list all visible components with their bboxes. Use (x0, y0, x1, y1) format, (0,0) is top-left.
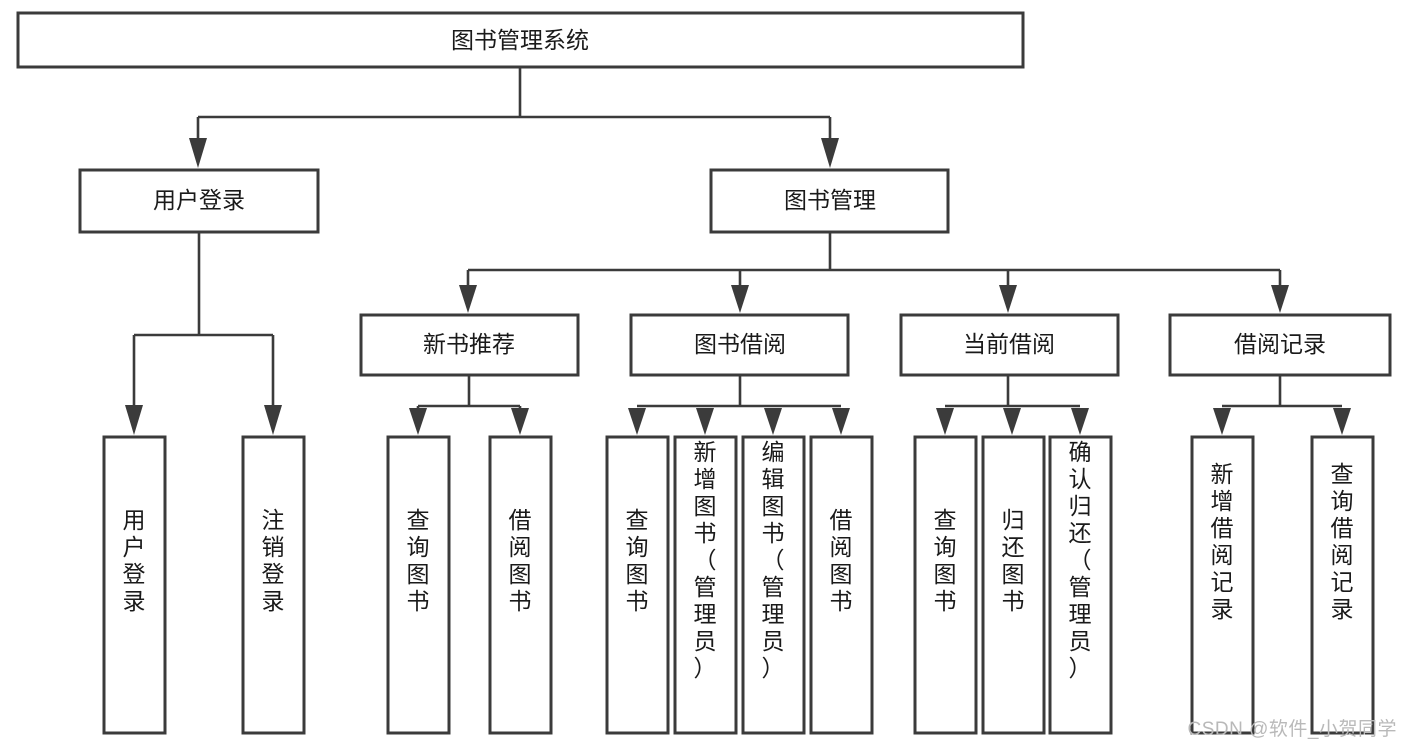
leaf-node[interactable]: 注销登录 (241, 435, 306, 735)
leaf-node[interactable]: 查询图书 (386, 435, 451, 735)
node-root-label: 图书管理系统 (451, 27, 589, 53)
node-current-borrow-label: 当前借阅 (963, 331, 1055, 357)
node-book-borrow-box[interactable] (629, 313, 850, 377)
arrowhead-leaf-borrow-book-2 (832, 408, 850, 435)
leaf-borrow-book-1-label: 借阅图书 (509, 507, 532, 614)
leaf-edit-book-label: 编辑图书（管理员） (762, 439, 785, 681)
leaf-confirm-return-box[interactable] (1048, 435, 1113, 735)
arrowhead-new-book-recommend (459, 285, 477, 313)
leaf-node[interactable]: 查询图书 (913, 435, 978, 735)
node-current-borrow-box[interactable] (899, 313, 1120, 377)
leaf-confirm-return-label: 确认归还（管理员） (1069, 439, 1092, 681)
leaf-user-login-label: 用户登录 (123, 507, 146, 614)
leaf-node[interactable]: 查询借阅记录 (1310, 435, 1375, 735)
arrowhead-leaf-confirm-return (1071, 408, 1089, 435)
arrowhead-leaf-user-login (125, 405, 143, 435)
leaf-node[interactable]: 编辑图书（管理员） (741, 435, 806, 735)
arrowhead-leaf-add-record (1213, 408, 1231, 435)
leaf-query-book-2-label: 查询图书 (626, 507, 649, 614)
leaf-edit-book-box[interactable] (741, 435, 806, 735)
arrowhead-leaf-query-book-2 (628, 408, 646, 435)
arrowhead-leaf-logout-login (264, 405, 282, 435)
arrowhead-book-borrow (731, 285, 749, 313)
leaf-return-book-box[interactable] (981, 435, 1046, 735)
leaf-node[interactable]: 归还图书 (981, 435, 1046, 735)
node-book-management-box[interactable] (709, 168, 950, 234)
leaf-query-record-box[interactable] (1310, 435, 1375, 735)
leaf-query-book-1-box[interactable] (386, 435, 451, 735)
node-book-borrow-label: 图书借阅 (694, 331, 786, 357)
leaf-add-book-label: 新增图书（管理员） (694, 439, 717, 681)
leaf-add-record-label: 新增借阅记录 (1211, 461, 1234, 622)
leaf-borrow-book-1-box[interactable] (488, 435, 553, 735)
node-borrow-record-label: 借阅记录 (1234, 331, 1326, 357)
node-root[interactable]: 图书管理系统 (16, 11, 1025, 69)
node-book-borrow[interactable]: 图书借阅 (629, 313, 850, 377)
connector-book-borrow-to-leaves (628, 375, 850, 435)
leaf-node[interactable]: 新增借阅记录 (1190, 435, 1255, 735)
csdn-watermark: CSDN @软件_小贺同学 (1187, 719, 1397, 740)
connector-root-to-level2 (189, 67, 839, 168)
arrowhead-leaf-return-book (1003, 408, 1021, 435)
leaf-query-record-label: 查询借阅记录 (1331, 461, 1354, 622)
leaf-logout-login-label: 注销登录 (262, 507, 285, 614)
node-root-box[interactable] (16, 11, 1025, 69)
arrowhead-leaf-query-book-1 (409, 408, 427, 435)
leaf-add-book-box[interactable] (673, 435, 738, 735)
node-current-borrow[interactable]: 当前借阅 (899, 313, 1120, 377)
node-book-management[interactable]: 图书管理 (709, 168, 950, 234)
leaf-node[interactable]: 用户登录 (102, 435, 167, 735)
node-book-management-label: 图书管理 (784, 187, 876, 213)
leaf-borrow-book-2-label: 借阅图书 (830, 507, 853, 614)
connector-current-borrow-to-leaves (936, 375, 1089, 435)
node-borrow-record-box[interactable] (1168, 313, 1392, 377)
leaf-user-login-box[interactable] (102, 435, 167, 735)
node-user-login[interactable]: 用户登录 (78, 168, 320, 234)
leaf-node[interactable]: 借阅图书 (488, 435, 553, 735)
arrowhead-book-management (821, 138, 839, 168)
node-new-book-recommend[interactable]: 新书推荐 (359, 313, 580, 377)
leaf-node[interactable]: 借阅图书 (809, 435, 874, 735)
connector-user-login-to-leaves (125, 232, 282, 435)
leaf-logout-login-box[interactable] (241, 435, 306, 735)
arrowhead-borrow-record (1271, 285, 1289, 313)
leaf-node[interactable]: 确认归还（管理员） (1048, 435, 1113, 735)
leaf-borrow-book-2-box[interactable] (809, 435, 874, 735)
leaf-query-book-1-label: 查询图书 (407, 507, 430, 614)
node-new-book-recommend-box[interactable] (359, 313, 580, 377)
leaf-add-record-box[interactable] (1190, 435, 1255, 735)
connector-borrow-record-to-leaves (1213, 375, 1351, 435)
arrowhead-leaf-borrow-book-1 (511, 408, 529, 435)
arrowhead-leaf-query-record (1333, 408, 1351, 435)
connector-book-management-to-level3 (459, 232, 1289, 313)
arrowhead-current-borrow (999, 285, 1017, 313)
arrowhead-leaf-query-book-3 (936, 408, 954, 435)
arrowhead-user-login (189, 138, 207, 168)
leaf-return-book-label: 归还图书 (1002, 507, 1025, 614)
node-new-book-recommend-label: 新书推荐 (423, 331, 515, 357)
node-user-login-box[interactable] (78, 168, 320, 234)
node-borrow-record[interactable]: 借阅记录 (1168, 313, 1392, 377)
node-user-login-label: 用户登录 (153, 187, 245, 213)
leaf-node[interactable]: 查询图书 (605, 435, 670, 735)
arrowhead-leaf-add-book (696, 408, 714, 435)
leaf-query-book-3-box[interactable] (913, 435, 978, 735)
arrowhead-leaf-edit-book (764, 408, 782, 435)
connector-new-book-recommend-to-leaves (409, 375, 529, 435)
leaf-query-book-2-box[interactable] (605, 435, 670, 735)
leaf-node[interactable]: 新增图书（管理员） (673, 435, 738, 735)
leaf-query-book-3-label: 查询图书 (934, 507, 957, 614)
